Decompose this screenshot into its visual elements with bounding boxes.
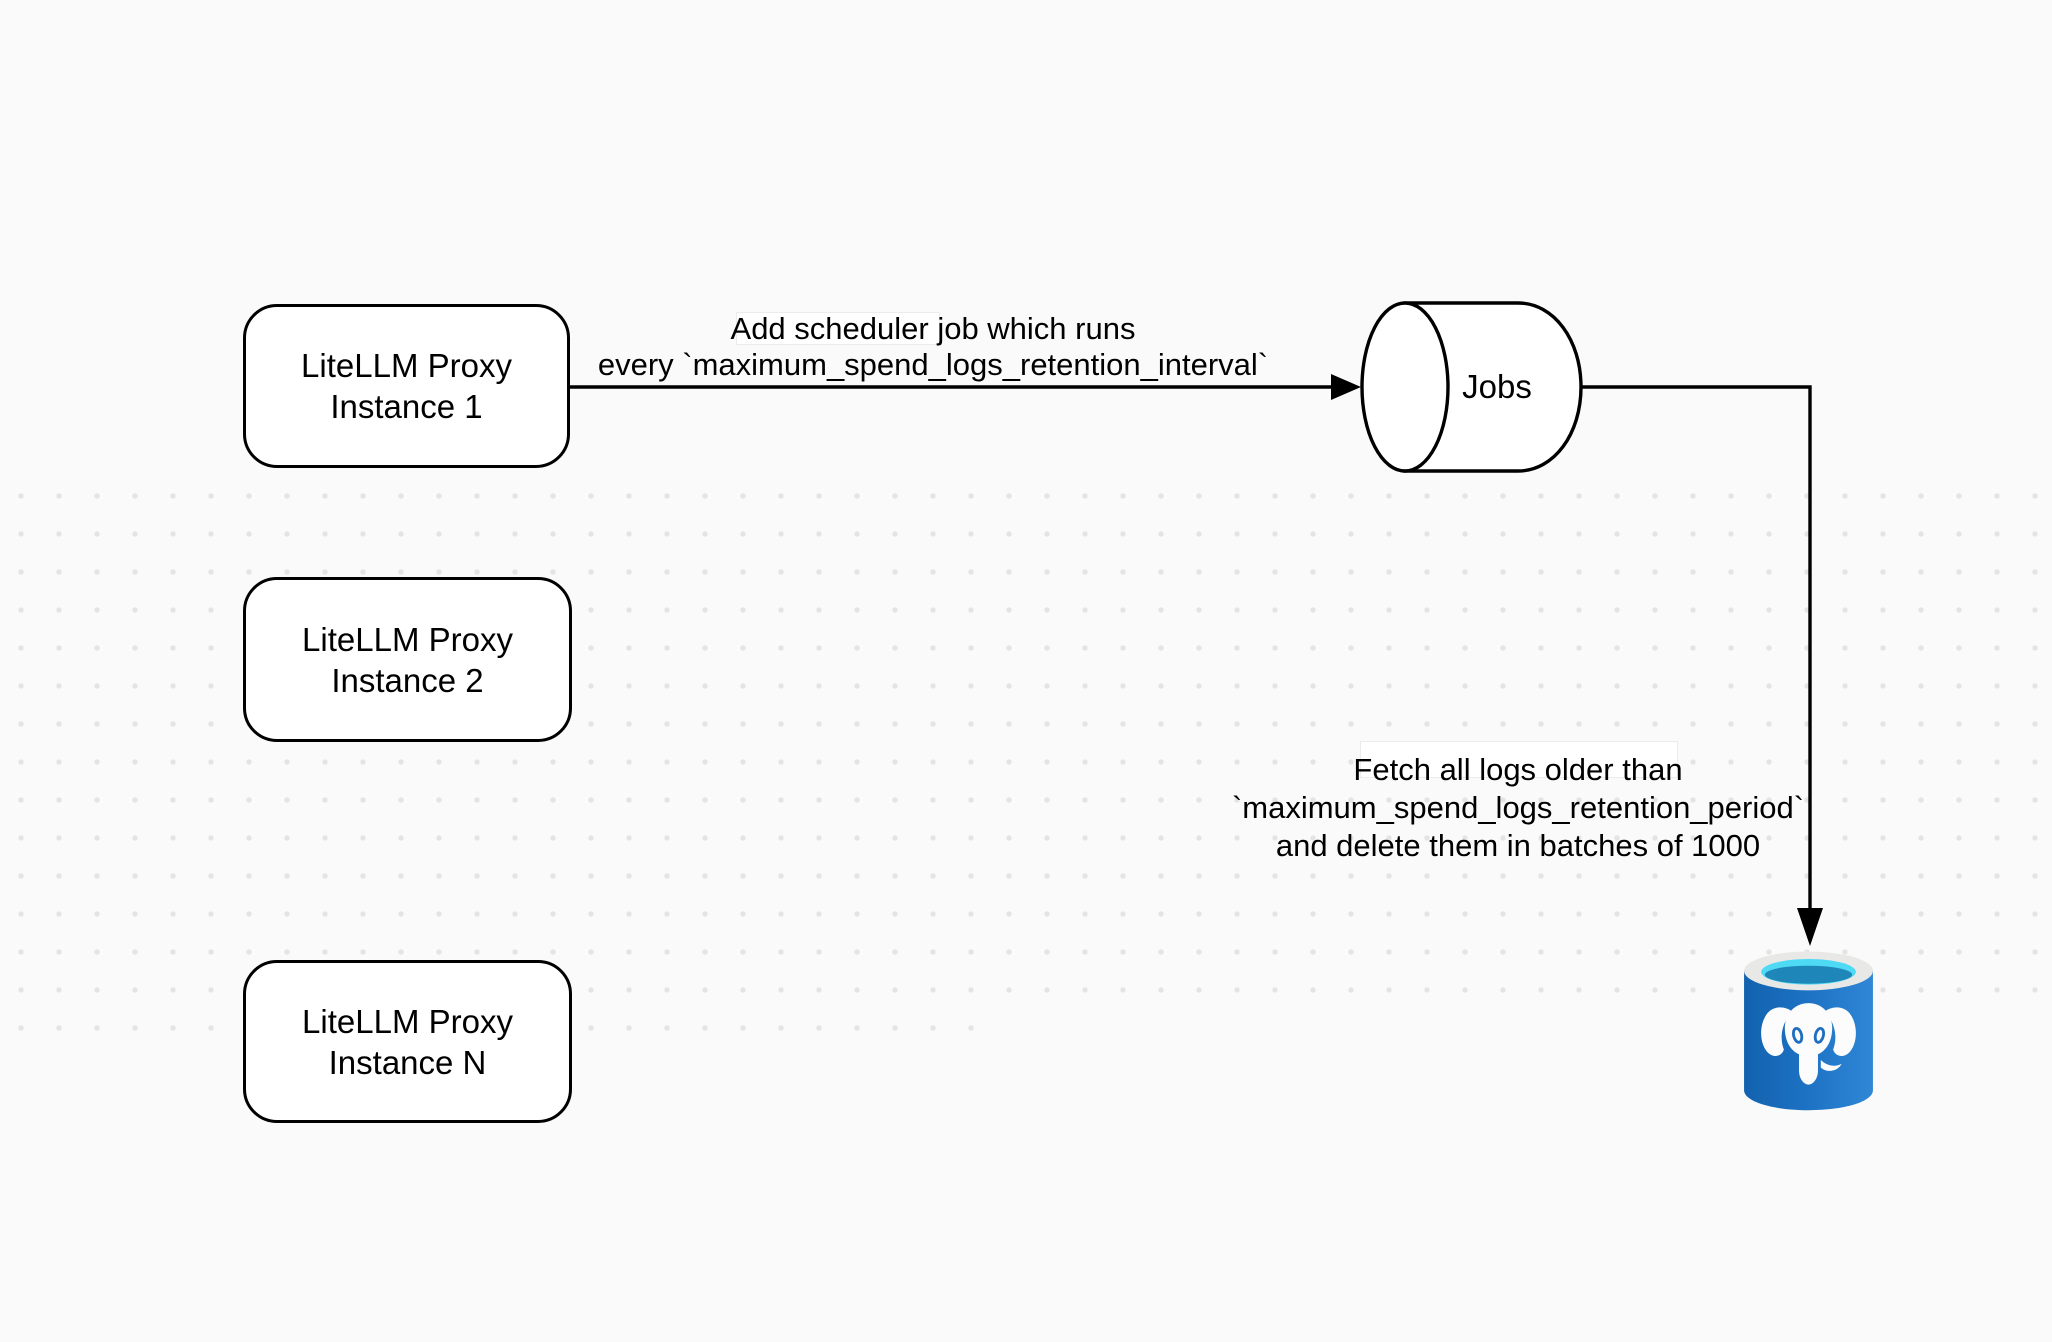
node-label-line2: Instance N <box>328 1043 487 1081</box>
jobs-queue-label: Jobs <box>1462 368 1532 405</box>
node-label-line1: LiteLLM Proxy <box>302 1002 513 1040</box>
scheduler-edge-label: Add scheduler job which runs every `maxi… <box>598 311 1268 383</box>
delete-arrow-head <box>1797 908 1823 946</box>
fetch-edge-label-line2: `maximum_spend_logs_retention_period` <box>1231 790 1805 825</box>
scheduler-edge-label-line2: every `maximum_spend_logs_retention_inte… <box>597 347 1269 382</box>
scheduler-arrow-head <box>1331 374 1361 400</box>
fetch-label-background <box>1360 741 1678 778</box>
fetch-edge-label: Fetch all logs older than `maximum_spend… <box>1232 751 1804 865</box>
scheduler-label-background <box>736 312 940 345</box>
node-litellm-proxy-instance-2: LiteLLM Proxy Instance 2 <box>243 577 572 742</box>
pg-water-deep <box>1764 965 1853 984</box>
node-label-line2: Instance 2 <box>331 661 484 699</box>
node-label-line1: LiteLLM Proxy <box>301 347 512 384</box>
fetch-edge-label-line1: Fetch all logs older than <box>1353 752 1683 787</box>
jobs-cylinder-body <box>1403 301 1583 473</box>
delete-arrow-line <box>1581 385 1812 908</box>
jobs-cylinder-cap <box>1360 301 1450 473</box>
postgresql-database-node <box>1742 951 1875 1114</box>
pg-elephant <box>1761 1003 1856 1085</box>
node-label-line2: Instance 1 <box>330 388 483 425</box>
node-litellm-proxy-instance-n: LiteLLM Proxy Instance N <box>243 960 572 1123</box>
scheduler-edge-label-line1: Add scheduler job which runs <box>730 311 1136 346</box>
postgresql-icon <box>1744 951 1873 1111</box>
node-litellm-proxy-instance-1: LiteLLM Proxy Instance 1 <box>243 304 570 468</box>
node-label-line1: LiteLLM Proxy <box>302 620 513 658</box>
fetch-edge-label-line3: and delete them in batches of 1000 <box>1275 828 1761 863</box>
